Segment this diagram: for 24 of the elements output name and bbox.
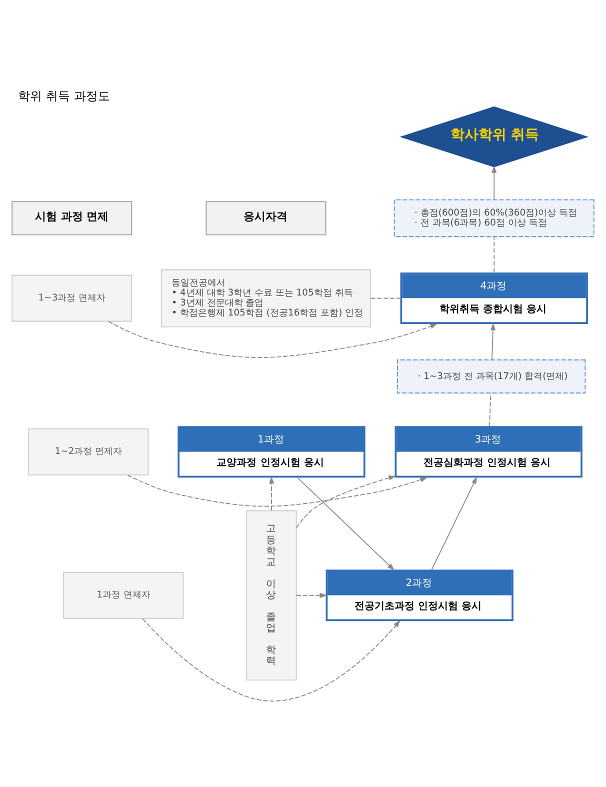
node-box: 1~3과정 면제자: [12, 274, 132, 322]
node-box: 시험 과정 면제: [12, 200, 132, 235]
node-box: 1~2과정 면제자: [28, 428, 149, 475]
connector: [494, 236, 495, 272]
arrow: [297, 476, 394, 570]
arrow: [296, 592, 328, 598]
arrow: [108, 320, 438, 358]
arrow: [296, 474, 396, 528]
node-box: 동일전공에서 • 4년제 대학 3학년 수료 또는 105학점 취득 • 3년제 전문대학 졸업 • 학점은행제 105학점 (전공16학점 포함) 인정: [161, 268, 371, 327]
arrow: [492, 165, 497, 200]
node-box: 고등학교 이상 졸업 학력: [246, 510, 297, 680]
arrow: [431, 476, 478, 570]
node-box: · 총점(600점)의 60%(360점)이상 득점 · 전 과목(6과목) 60점 이상 득점: [394, 198, 594, 237]
node-box: · 1~3과정 전 과목(17개) 합격(면제): [397, 358, 586, 393]
node-box: 응시자격: [206, 200, 326, 235]
node-diamond: 학사학위 취득: [400, 106, 589, 167]
diagram-title: 학위 취득 과정도: [18, 88, 110, 102]
connector: [489, 392, 492, 426]
arrow: [127, 474, 428, 506]
arrow: [142, 618, 400, 701]
arrow: [268, 476, 274, 510]
node-box: 1과정 면제자: [63, 571, 184, 618]
arrow: [490, 322, 496, 360]
connector: [370, 297, 401, 298]
